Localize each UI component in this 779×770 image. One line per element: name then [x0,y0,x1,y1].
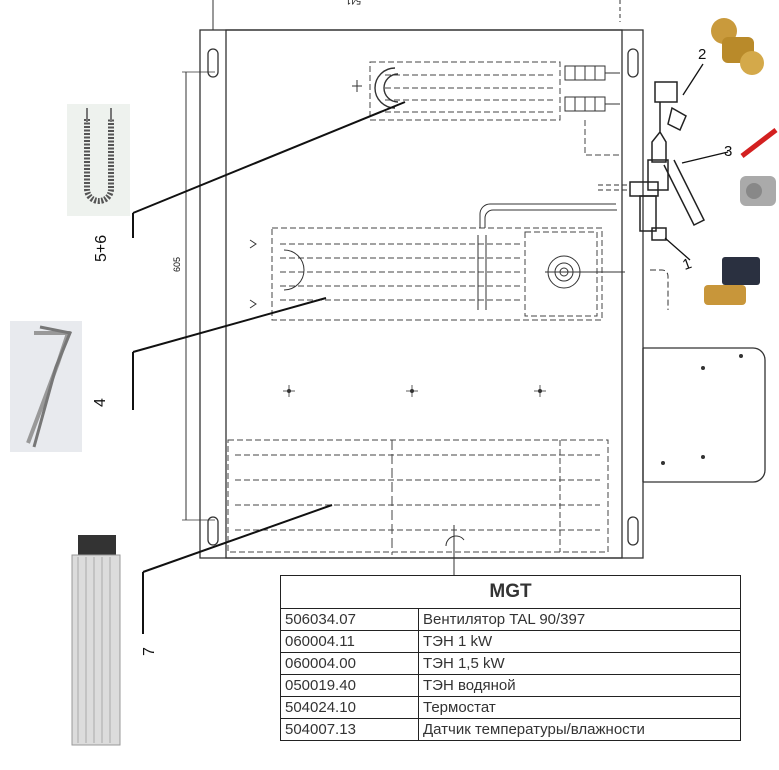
part-name: Термостат [418,696,741,719]
part-name: Вентилятор TAL 90/397 [418,608,741,631]
part-code: 506034.07 [280,608,419,631]
part-code: 060004.00 [280,652,419,675]
callout-2: 2 [698,46,707,63]
label-heater-u: 5+6 [93,234,110,262]
table-row: 504024.10 Термостат [280,696,741,719]
height-dimension-label: 605 [172,256,182,272]
part-code: 504024.10 [280,696,419,719]
top-dimension-label: 541 [346,0,362,6]
part-name: ТЭН 1 kW [418,630,741,653]
part-code: 050019.40 [280,674,419,697]
table-row: 050019.40 ТЭН водяной [280,674,741,697]
parts-table: MGT 506034.07 Вентилятор TAL 90/397 0600… [280,575,741,741]
solenoid-valve-photo [700,255,770,310]
table-row: 504007.13 Датчик температуры/влажности [280,718,741,741]
table-row: 506034.07 Вентилятор TAL 90/397 [280,608,741,631]
table-row: 060004.11 ТЭН 1 kW [280,630,741,653]
part-name: ТЭН 1,5 kW [418,652,741,675]
part-name: Датчик температуры/влажности [418,718,741,741]
label-fan: 7 [141,647,158,656]
table-row: 060004.00 ТЭН 1,5 kW [280,652,741,675]
part-name: ТЭН водяной [418,674,741,697]
leader-line [132,101,406,573]
parts-table-title: MGT [280,575,741,609]
parts-table-header: MGT [280,575,741,609]
part-code: 060004.11 [280,630,419,653]
ball-valve-photo [734,126,779,221]
callout-3: 3 [724,143,733,160]
part-code: 504007.13 [280,718,419,741]
tangential-fan-photo [64,527,124,754]
brass-valve-photo [704,11,768,81]
keyhole-slot [207,48,639,546]
label-heater-bent: 4 [92,398,109,407]
bent-heater-element-photo [10,321,82,452]
u-heater-element-photo [67,104,130,216]
